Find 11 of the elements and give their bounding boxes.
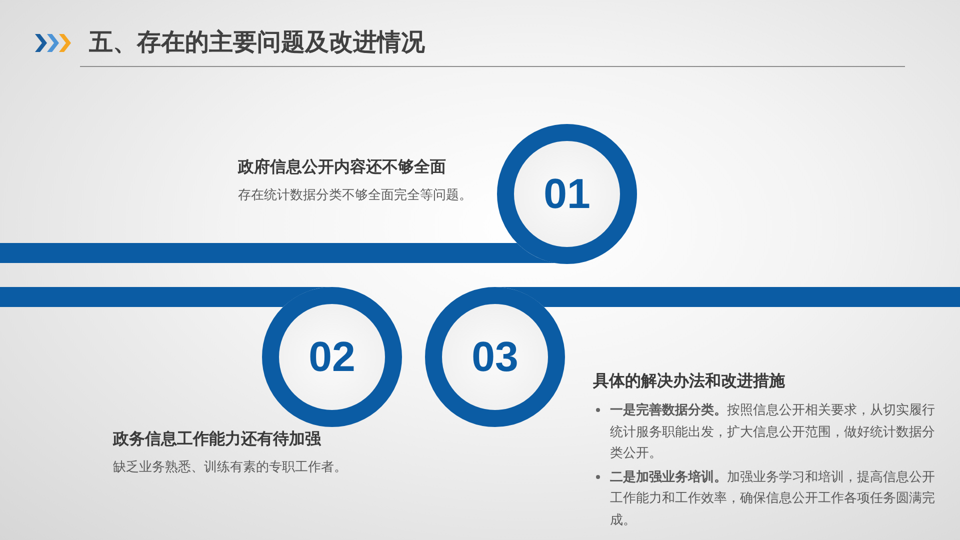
- bullet-text: 一是完善数据分类。按照信息公开相关要求，从切实履行统计服务职能出发，扩大信息公开范围，做好统计数据分类公开。: [610, 401, 936, 462]
- issue-heading: 政务信息工作能力还有待加强: [113, 430, 321, 450]
- step-number: 03: [472, 336, 518, 378]
- issue-heading: 具体的解决办法和改进措施: [593, 372, 785, 392]
- issue-heading: 政府信息公开内容还不够全面: [238, 157, 446, 178]
- issue-description: 存在统计数据分类不够全面完全等问题。: [238, 186, 472, 204]
- slide-title: 五、存在的主要问题及改进情况: [89, 28, 425, 58]
- issue-description: 缺乏业务熟悉、训练有素的专职工作者。: [113, 458, 347, 476]
- bullet-text: 二是加强业务培训。加强业务学习和培训，提高信息公开工作能力和工作效率，确保信息公开工作各项任务圆满完成。: [610, 468, 936, 528]
- step-number: 01: [544, 173, 590, 215]
- step-number: 02: [308, 336, 356, 378]
